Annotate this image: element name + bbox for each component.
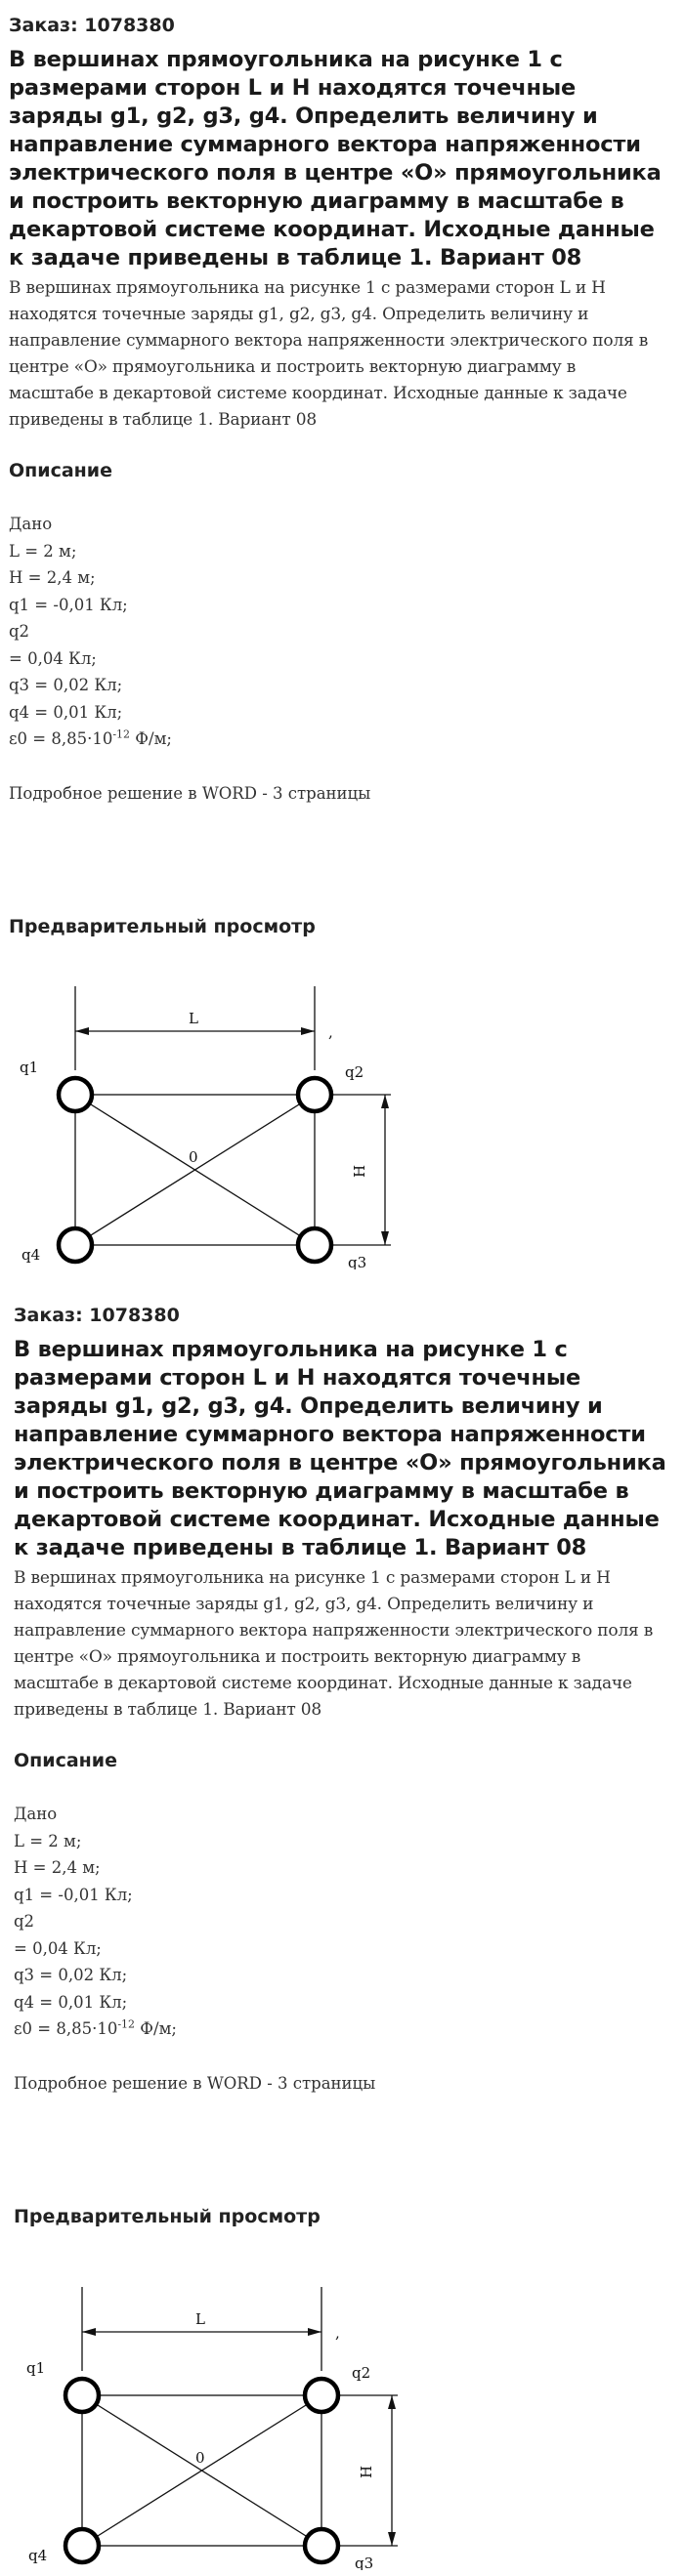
order-number: Заказ: 1078380 [14,1305,180,1326]
given-q1: q1 = -0,01 Кл; [9,595,128,614]
given-heading: Дано [9,515,53,533]
given-q3: q3 = 0,02 Кл; [9,676,123,694]
listing-content: Заказ: 1078380 В вершинах прямоугольника… [14,1288,668,2228]
charge-q2 [302,2376,341,2415]
given-q2-value: = 0,04 Кл; [9,648,97,668]
arrow-L-left [82,2328,96,2336]
given-H: H = 2,4 м; [9,568,96,587]
given-q1: q1 = -0,01 Кл; [14,1885,133,1904]
label-q4: q4 [21,1246,40,1264]
given-q3: q3 = 0,02 Кл; [14,1966,128,1984]
description-heading: Описание [14,1750,118,1771]
figure-svg: L , H 0 q1 q2 q3 q4 [20,986,391,1269]
charge-q4 [63,2526,102,2565]
label-H: H [351,1165,368,1178]
arrow-L-left [75,1027,89,1035]
figure-svg: L , H 0 q1 q2 q3 q4 [26,2287,398,2570]
label-L: L [195,2310,205,2328]
epsilon-base: ε0 = 8,85·10 [9,729,113,748]
arrow-H-top [381,1095,389,1108]
rectangle [74,1094,316,1246]
charge-q3 [295,1226,334,1265]
rectangle [81,2394,322,2547]
solution-note: Подробное решение в WORD - 3 страницы [9,783,371,803]
task-title: В вершинах прямоугольника на рисунке 1 с… [14,1337,666,1560]
label-center: 0 [195,2449,205,2467]
listing-block-1: Заказ: 1078380 В вершинах прямоугольника… [0,0,664,1269]
label-q1: q1 [26,2359,45,2377]
arrow-L-right [308,2328,321,2336]
label-q2: q2 [352,2364,370,2382]
epsilon-exponent: -12 [117,2017,136,2031]
given-H: H = 2,4 м; [14,1858,101,1877]
label-L: L [189,1010,198,1027]
given-q4: q4 = 0,01 Кл; [14,1992,128,2012]
charge-q1 [63,2376,102,2415]
arrow-H-bottom [381,1231,389,1245]
arrow-H-top [388,2395,396,2409]
given-heading: Дано [14,1805,58,1823]
listing-block-2: Заказ: 1078380 В вершинах прямоугольника… [0,1288,685,2576]
given-q4: q4 = 0,01 Кл; [9,702,123,722]
solution-note: Подробное решение в WORD - 3 страницы [14,2073,376,2093]
label-H: H [358,2466,375,2478]
given-L: L = 2 м; [14,1831,82,1850]
order-number: Заказ: 1078380 [9,15,175,36]
label-center: 0 [189,1148,198,1166]
label-q3: q3 [355,2555,373,2570]
label-mark: , [335,2324,340,2342]
preview-heading: Предварительный просмотр [14,2205,321,2227]
charge-q4 [56,1226,95,1265]
given-q2-label: q2 [9,622,30,641]
arrow-L-right [301,1027,315,1035]
given-list: Дано L = 2 м; H = 2,4 м; q1 = -0,01 Кл; … [9,511,664,753]
label-q3: q3 [348,1254,366,1269]
task-title: В вершинах прямоугольника на рисунке 1 с… [9,47,662,270]
epsilon-exponent: -12 [112,727,131,741]
preview-heading: Предварительный просмотр [9,915,316,937]
epsilon-base: ε0 = 8,85·10 [14,2019,118,2038]
label-q4: q4 [28,2547,47,2564]
epsilon-unit: Ф/м; [130,729,172,748]
arrow-H-bottom [388,2532,396,2546]
diagonal-2 [81,2394,322,2547]
listing-content: Заказ: 1078380 В вершинах прямоугольника… [9,0,664,938]
epsilon-unit: Ф/м; [135,2019,177,2038]
given-q2-value: = 0,04 Кл; [14,1938,102,1958]
given-list: Дано L = 2 м; H = 2,4 м; q1 = -0,01 Кл; … [14,1801,668,2043]
rectangle-figure: L , H 0 q1 q2 q3 q4 [7,2277,398,2570]
label-q2: q2 [345,1063,364,1081]
label-mark: , [328,1023,333,1041]
diagonal-2 [74,1094,316,1246]
given-q2-label: q2 [14,1912,35,1931]
given-epsilon: ε0 = 8,85·10-12 Ф/м; [9,726,664,753]
charge-q1 [56,1075,95,1114]
task-text: В вершинах прямоугольника на рисунке 1 с… [9,278,649,430]
label-q1: q1 [20,1059,38,1076]
description-heading: Описание [9,460,113,481]
rectangle-figure: L , H 0 q1 q2 q3 q4 [0,976,391,1269]
given-epsilon: ε0 = 8,85·10-12 Ф/м; [14,2015,668,2043]
charge-q2 [295,1075,334,1114]
given-L: L = 2 м; [9,541,77,561]
charge-q3 [302,2526,341,2565]
task-text: В вершинах прямоугольника на рисунке 1 с… [14,1568,654,1720]
